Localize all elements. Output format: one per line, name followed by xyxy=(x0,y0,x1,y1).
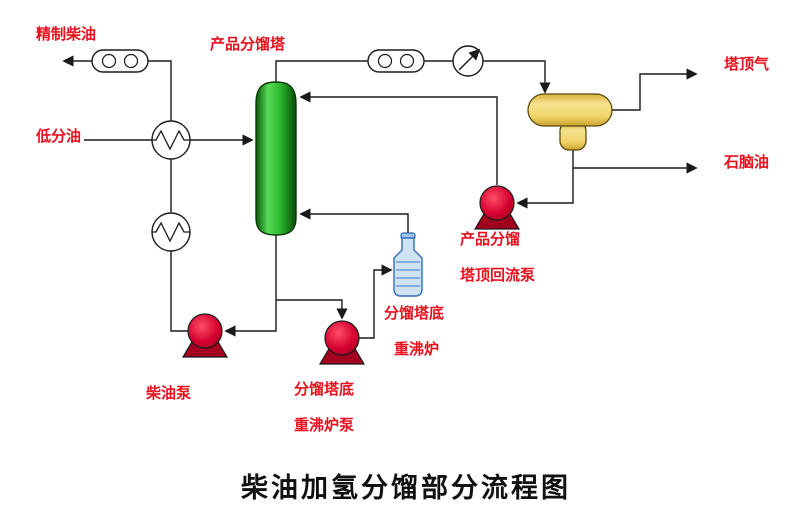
label-reboiler-pump-line2: 重沸炉泵 xyxy=(294,417,355,434)
label-refined-diesel: 精制柴油 xyxy=(36,26,97,43)
label-overhead-gas: 塔顶气 xyxy=(724,56,770,73)
fractionation-tower xyxy=(255,81,297,236)
reflux-drum xyxy=(527,93,613,127)
condenser-arrow-icon xyxy=(458,48,481,71)
reflux-pump xyxy=(474,185,520,230)
pipe-reflux-suction xyxy=(516,168,574,209)
pipe-to-reboiler-pump xyxy=(276,299,348,320)
label-reboiler-pump-line1: 分馏塔底 xyxy=(294,381,355,398)
pipe-diesel-circuit xyxy=(148,60,188,332)
pipe-to-furnace xyxy=(359,264,393,339)
pipe-reflux-return xyxy=(299,91,498,185)
air-cooler-diesel xyxy=(91,49,149,73)
pipe-furnace-return xyxy=(299,208,409,236)
label-product-fractionator: 产品分馏塔 xyxy=(210,36,286,53)
label-low-pressure-oil: 低分油 xyxy=(36,128,82,145)
label-furnace-line2: 重沸炉 xyxy=(394,341,440,358)
diagram-title: 柴油加氢分馏部分流程图 xyxy=(241,473,571,503)
pipe-overhead-3 xyxy=(483,60,551,94)
pipe-naphtha-out xyxy=(572,150,698,174)
diesel-pump xyxy=(182,313,228,358)
condenser xyxy=(452,45,484,77)
pipes xyxy=(62,55,698,339)
pipe-bottoms-to-diesel-pump xyxy=(224,235,277,337)
reboiler-furnace xyxy=(393,232,423,297)
heat-exchanger-upper xyxy=(151,120,191,160)
heat-exchanger-lower xyxy=(151,212,191,252)
label-furnace-line1: 分馏塔底 xyxy=(384,305,445,322)
label-diesel-pump: 柴油泵 xyxy=(146,385,192,402)
label-reflux-pump-line2: 塔顶回流泵 xyxy=(460,267,536,284)
pipe-overhead-gas-out xyxy=(612,68,698,111)
label-reflux-pump-line1: 产品分馏 xyxy=(460,231,521,248)
label-naphtha: 石脑油 xyxy=(724,154,770,171)
pipe-overhead-1 xyxy=(275,60,368,82)
reboiler-pump xyxy=(319,320,365,365)
air-cooler-overhead xyxy=(367,49,425,73)
